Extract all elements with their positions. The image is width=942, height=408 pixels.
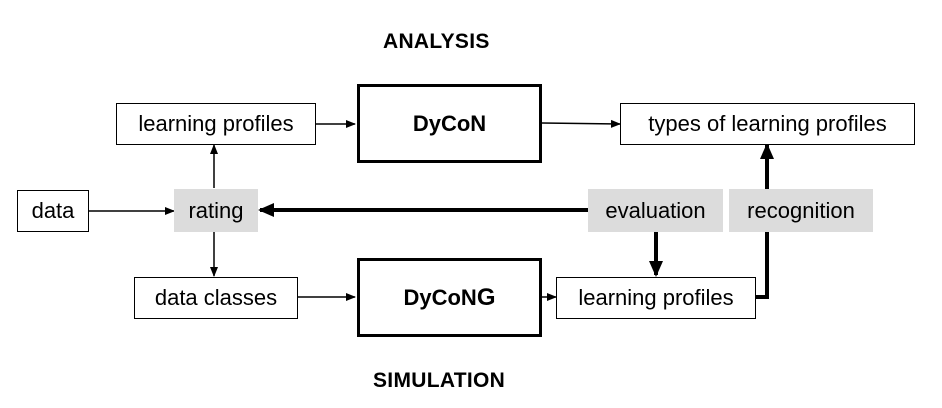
evaluation-tag: evaluation — [588, 189, 723, 232]
data-box: data — [17, 190, 89, 232]
arrow-profiles-to-recognition — [756, 232, 769, 299]
data-classes-box: data classes — [134, 277, 298, 319]
types-of-learning-profiles-box: types of learning profiles — [620, 103, 915, 145]
simulation-heading: SIMULATION — [373, 369, 506, 392]
rating-tag: rating — [174, 189, 258, 232]
dycon-box: DyCoN — [357, 84, 542, 163]
learning-profiles-bottom-box: learning profiles — [556, 277, 756, 319]
recognition-tag: recognition — [729, 189, 873, 232]
dycong-label-prefix: DyCoN — [403, 284, 477, 310]
arrow-dycon-to-types — [541, 119, 621, 128]
analysis-heading: ANALYSIS — [383, 30, 490, 53]
dycong-label-suffix: G — [476, 283, 496, 311]
learning-profiles-top-box: learning profiles — [116, 103, 316, 145]
